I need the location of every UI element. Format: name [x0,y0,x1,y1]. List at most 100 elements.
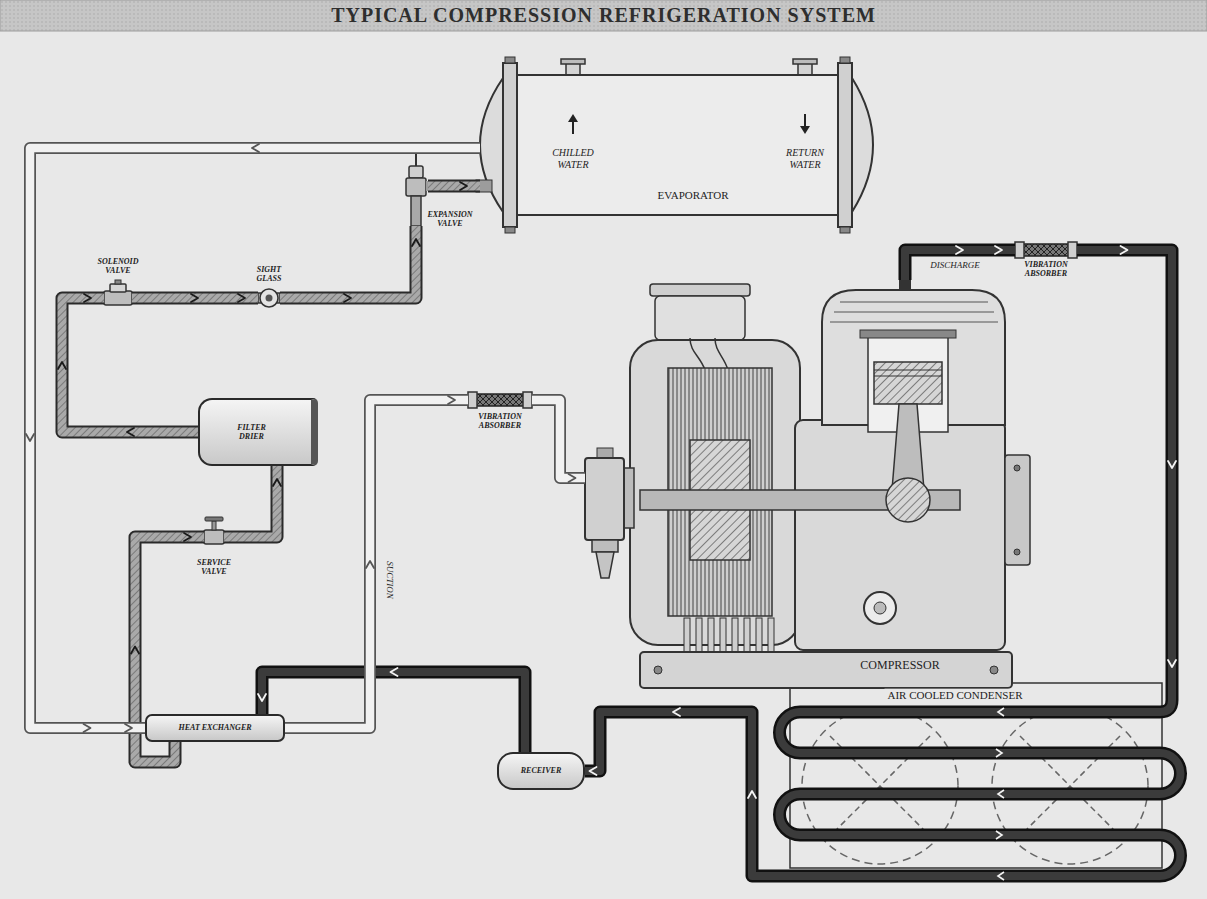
flow-arrowhead [58,362,66,369]
compressor-illustration-part [990,666,998,674]
flow-arrowhead [125,724,132,732]
line-label: SUCTION [385,559,395,601]
evaporator-vessel-part [572,120,574,134]
flow-arrowhead [391,668,398,676]
evaporator-vessel-part [804,114,806,128]
flow-arrowhead [569,474,576,482]
flow-arrowhead [1168,660,1176,667]
pipe-wall [428,180,480,193]
flow-arrowhead [273,479,281,486]
compressor-illustration-part [892,404,924,490]
service-valve-symbol [204,517,224,544]
flow-arrowhead [131,647,139,654]
evaporator-vessel-part [505,57,515,63]
evaporator-vessel-part [503,63,517,227]
title-text: TYPICAL COMPRESSION REFRIGERATION SYSTEM [0,4,1207,27]
vibration-absorber-symbol [1015,242,1077,258]
sight-glass-symbol-part [260,289,278,307]
condenser-unit-part [996,708,1004,880]
title-banner-part [0,0,1207,31]
flow-arrowhead [1168,461,1176,468]
compressor-illustration-part [830,302,998,322]
solenoid-valve-symbol [104,280,132,305]
vibration-absorber-symbol [468,392,532,408]
line-label: DISCHARGE [928,260,982,270]
refrigerant-pipe [280,226,420,302]
compressor-illustration-part [864,592,896,624]
component-label: SIGHT GLASS [257,265,282,283]
compressor-illustration-part [756,618,762,652]
refrigerant-pipe [428,182,480,190]
compressor-illustration-part [732,618,738,652]
refrigerant-pipe [132,294,258,302]
condenser-unit-part [778,680,1181,876]
compressor-illustration-part [1014,465,1020,471]
pipe-wall [62,298,198,432]
compressor-illustration-part [684,618,690,652]
pipe-wall [532,400,585,478]
pipe-bore [132,294,258,303]
service-valve-symbol-part [212,521,216,530]
refrigerant-pipe [26,144,480,732]
compressor-illustration-part [886,478,930,522]
evaporator-vessel-part [793,59,817,64]
compressor-illustration-part [690,338,728,370]
compressor-illustration-part [696,618,702,652]
compressor-illustration-part [874,602,886,614]
flow-arrowhead [238,294,245,302]
component-label: RETURN WATER [786,147,824,170]
component-label: EXPANSION VALVE [427,210,472,228]
solenoid-valve-symbol-part [104,291,132,305]
flow-arrowhead [673,708,680,716]
evaporator-vessel-part [505,227,515,233]
pipe-bore [428,182,480,191]
refrigerant-pipe [1077,246,1176,680]
pipe-wall [905,250,1015,280]
vibration-absorber-symbol-part [523,392,532,408]
refrigerant-pipe [905,246,1015,280]
solenoid-valve-symbol-part [115,280,121,284]
compressor-illustration-part [744,618,750,652]
flow-arrowhead [995,246,1002,254]
flow-arrowhead [127,428,134,436]
pipe-wall [1077,250,1172,680]
compressor-illustration-part [640,652,1012,688]
pipe-bore [280,226,416,298]
component-label: VIBRATION ABSORBER [1024,260,1068,278]
component-label: CHILLED WATER [552,147,594,170]
component-label: RECEIVER [521,766,561,775]
vibration-absorber-symbol-part [1015,242,1024,258]
vibration-absorber-symbol-part [476,394,524,406]
flow-arrowhead [84,724,91,732]
evaporator: CHILLED WATERRETURN WATEREVAPORATOR [480,75,872,215]
compressor: COMPRESSOR [585,280,1030,690]
receiver: RECEIVER [497,752,585,790]
flow-arrowhead [344,294,351,302]
service-valve: SERVICE VALVE [204,528,224,546]
compressor-illustration-part [874,370,942,376]
compressor-illustration-part [899,280,911,291]
component-label: VIBRATION ABSORBER [478,412,522,430]
flow-arrowhead [748,791,756,798]
compressor-illustration-part [597,448,613,458]
expansion-valve-symbol-part [415,152,417,166]
refrigerant-pipe [585,708,778,876]
filter-drier: FILTER DRIER [198,398,318,466]
evaporator-vessel-part [840,227,850,233]
evaporator-vessel-part [852,78,873,212]
pipe-bore [262,672,525,752]
flow-arrowhead [412,239,420,246]
vibration-absorber-symbol-part [1068,242,1077,258]
evaporator-vessel [476,57,873,233]
solenoid-valve: SOLENOID VALVE [104,288,132,308]
title-banner-part [0,0,1207,31]
expansion-valve-symbol-part [426,181,428,191]
refrigerant-pipe [532,400,585,482]
evaporator-vessel-part [515,75,840,215]
title-banner [0,0,1207,31]
evaporator-vessel-part [800,126,810,134]
flow-arrowhead [448,396,455,404]
expansion-valve-symbol-part [409,166,423,178]
